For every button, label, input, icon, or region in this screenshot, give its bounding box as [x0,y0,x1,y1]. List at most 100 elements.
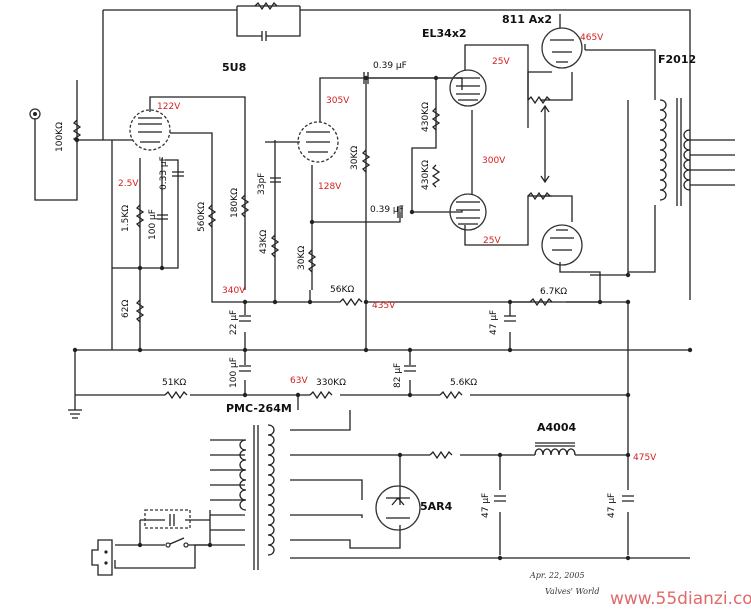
feedback-resistor [254,1,278,11]
label-5ar4: 5AR4 [420,500,453,513]
voltage-122: 122V [157,102,181,112]
cap-33p [270,177,281,183]
bias-adjusters [540,104,550,184]
label-f2012: F2012 [658,53,696,66]
wiring [34,5,735,569]
label-el34: EL34x2 [422,27,467,40]
tube-811-top [541,27,583,69]
label-r5k6: 5.6KΩ [450,378,477,388]
label-c100u: 100 μF [148,209,158,240]
r-430k-b [431,164,441,188]
voltage-2v5: 2.5V [118,179,139,189]
label-r43k: 43KΩ [259,230,269,254]
r-1k5 [135,204,145,228]
r-56k [339,297,363,307]
cap-47u-a [504,315,516,322]
tube-811-bottom [541,224,583,266]
label-r30k-b: 30KΩ [297,246,307,270]
cap-100u-b [239,365,251,372]
label-r51k: 51KΩ [162,378,186,388]
resistors [72,1,553,460]
power-switch [165,537,189,548]
tube-5ar4-rectifier [375,485,421,531]
label-r1k5: 1.5KΩ [121,205,131,232]
cap-82u [404,365,416,372]
label-c33p: 33pF [257,173,267,195]
voltage-25-top: 25V [492,57,510,67]
label-a4004: A4004 [537,421,576,434]
cap-033 [172,171,184,177]
tube-5u8-triode [297,121,339,163]
footer-author: Valves' World [545,587,599,596]
label-pmc264m: PMC-264M [226,402,292,415]
voltage-25-bot: 25V [483,236,501,246]
label-r560k: 560KΩ [197,202,207,232]
label-c82u: 82 μF [393,363,403,388]
r-62 [135,299,145,323]
mains-cap-box [144,509,191,529]
label-c22u: 22 μF [229,310,239,335]
mains-plug [91,539,113,576]
label-c100u-b: 100 μF [229,357,239,388]
cap-22u [239,315,251,322]
label-c47u-c: 47 μF [607,493,617,518]
voltage-128: 128V [318,182,342,192]
tube-titles: 5U8 EL34x2 811 Ax2 F2012 PMC-264M 5AR4 A… [222,13,696,513]
cap-039-top [363,72,369,84]
voltage-465: 465V [580,33,604,43]
r-bias-bot [527,191,551,201]
cap-mains [169,514,175,526]
label-c039-top: 0.39 μF [373,61,407,71]
r-30k-b [307,249,317,273]
r-30k-a [361,149,371,173]
label-c47u-b: 47 μF [481,493,491,518]
label-811: 811 Ax2 [502,13,552,26]
label-r62: 62Ω [121,300,131,318]
choke-a4004 [534,442,576,456]
voltage-475: 475V [633,453,657,463]
label-c47u-a: 47 μF [489,310,499,335]
voltage-435: 435V [372,301,396,311]
tube-el34-top [449,69,487,107]
cap-47u-b [494,495,506,502]
voltage-readings: 122V 2.5V 305V 128V 340V 25V 465V 300V 2… [118,33,657,463]
cap-100u [157,214,168,220]
capacitors [157,31,634,526]
junction-dots [72,75,693,561]
component-values: 100KΩ 1.5KΩ 100 μF 0.33 μF 62Ω 560KΩ 180… [55,61,617,518]
label-r430k-a: 430KΩ [421,102,431,132]
watermark: www.55dianzi.com [610,589,751,609]
cap-47u-c [622,495,634,502]
r-5k6 [439,390,463,400]
power-transformer [239,424,275,570]
r-430k-a [431,107,441,131]
r-180k [240,194,250,218]
tube-el34-bottom [449,193,487,231]
tube-5u8-pentode [129,109,171,151]
voltage-305: 305V [326,96,350,106]
footer: Apr. 22, 2005 Valves' World www.55dianzi… [529,571,751,609]
r-6k7 [529,297,553,307]
voltage-63: 63V [290,376,308,386]
footer-date: Apr. 22, 2005 [529,571,585,580]
label-c039-mid: 0.39 μF [370,205,404,215]
cap-feedback [255,31,280,41]
r-bias-top [527,95,551,105]
label-r6k7: 6.7KΩ [540,287,567,297]
pot-resistor [72,119,82,143]
label-r180k: 180KΩ [230,188,240,218]
output-transformer [659,98,691,206]
r-supply [429,450,453,460]
input-jack [29,108,41,120]
label-5u8: 5U8 [222,61,246,74]
r-330k [309,390,333,400]
label-c033: 0.33 μF [159,156,169,190]
r-43k [270,234,280,258]
r-51k [164,390,188,400]
voltage-300: 300V [482,156,506,166]
voltage-340: 340V [222,286,246,296]
label-r56k: 56KΩ [330,285,354,295]
label-r330k: 330KΩ [316,378,346,388]
